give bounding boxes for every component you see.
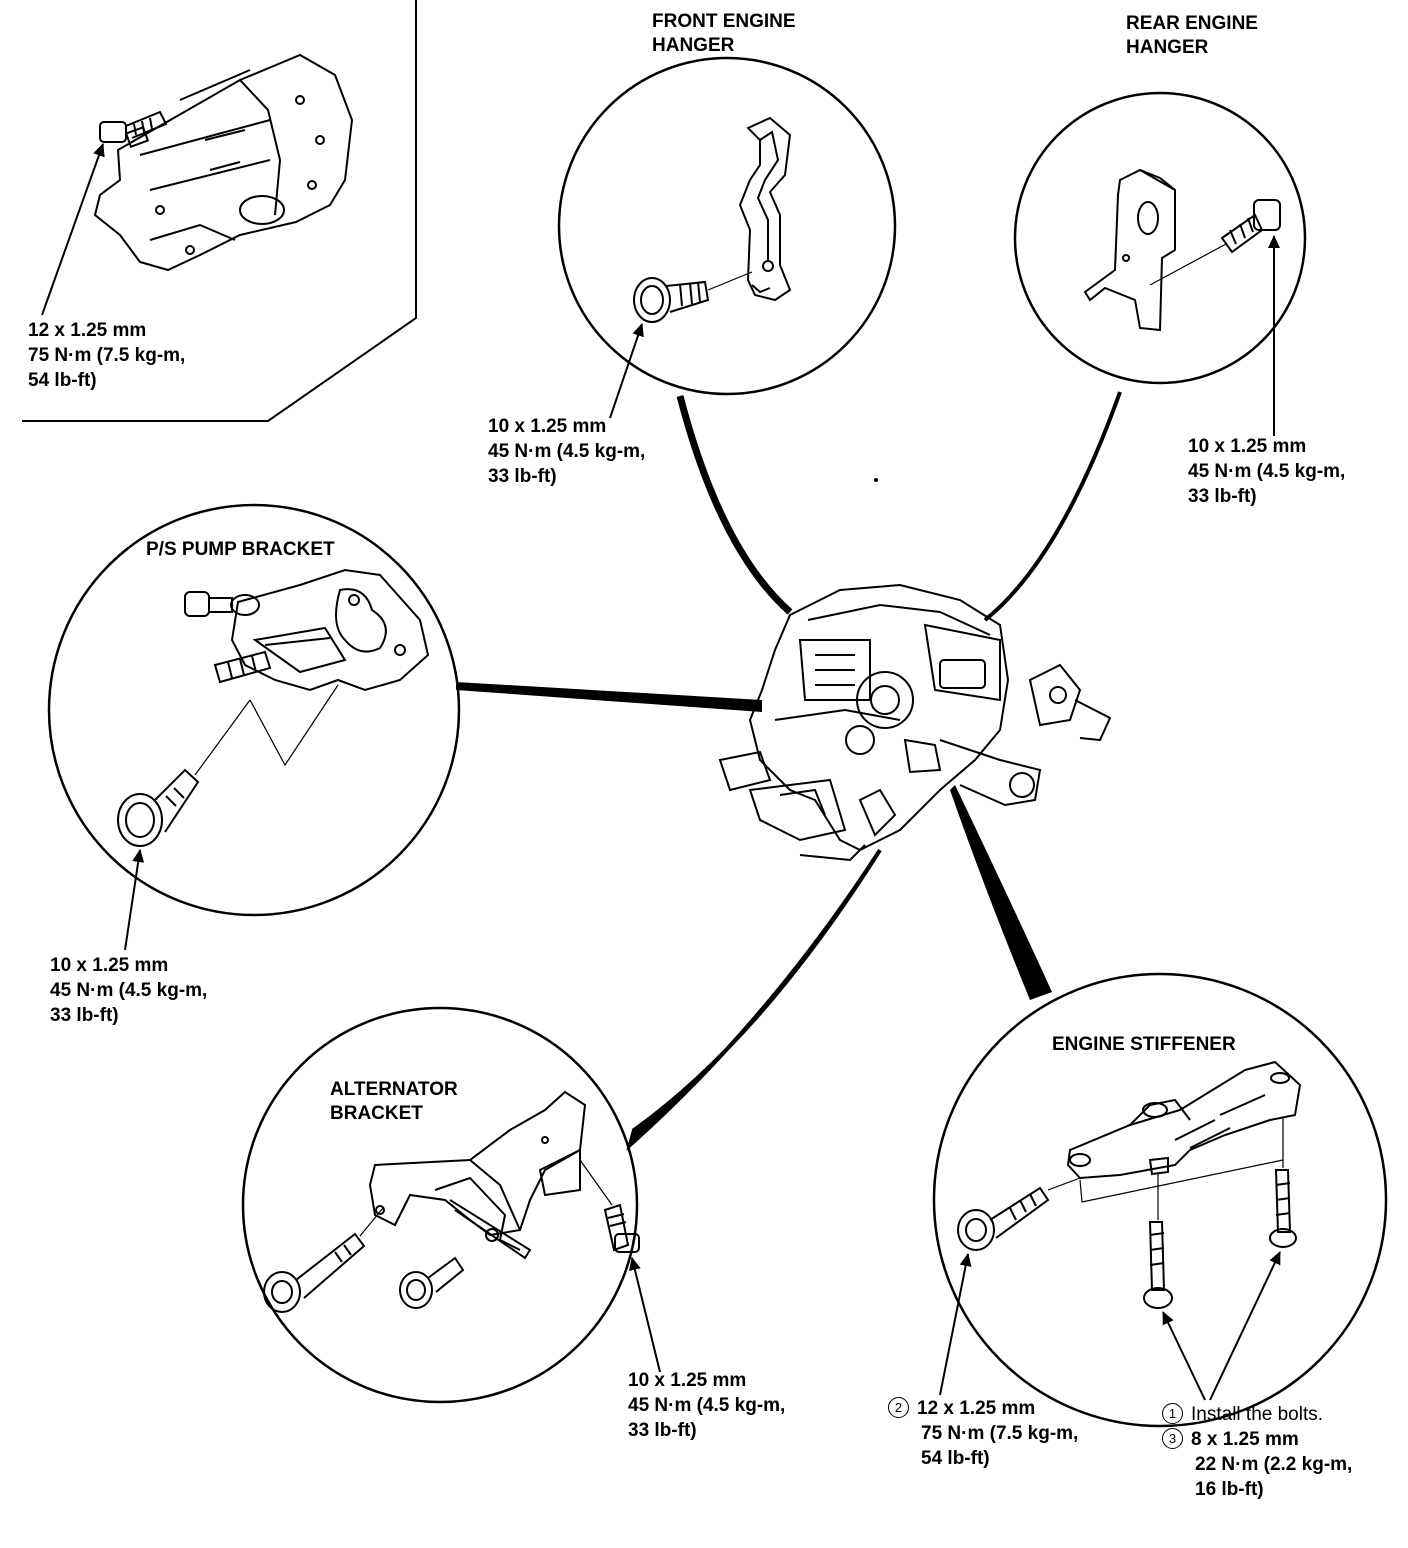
- ps-pump-spec-arrow: [124, 849, 145, 951]
- transmission-spec-arrow: [41, 143, 105, 316]
- rear-engine-hanger-bolt: [1149, 199, 1281, 286]
- front-hanger-connector: [676, 395, 793, 615]
- front-engine-hanger-spec: 10 x 1.25 mm 45 N·m (4.5 kg-m, 33 lb-ft): [488, 416, 646, 487]
- rear-engine-hanger-part: [1083, 168, 1176, 332]
- speck: [874, 478, 878, 482]
- transmission-bolt-spec: 12 x 1.25 mm 75 N·m (7.5 kg-m, 54 lb-ft): [28, 320, 186, 391]
- alternator-spec-arrow: [629, 1257, 661, 1373]
- engine-stiffener-part: [1066, 1060, 1302, 1180]
- transmission-bolt: [99, 110, 168, 143]
- alternator-bracket-bolts: [263, 1159, 640, 1313]
- ps-pump-bracket-circle: [47, 503, 461, 917]
- ps-pump-bolts: [117, 591, 339, 847]
- stiffener-spec-1-arrow-b: [1209, 1251, 1281, 1401]
- front-engine-hanger-part: [738, 116, 792, 302]
- rear-engine-hanger-title: REAR ENGINE HANGER: [1126, 13, 1258, 58]
- stiffener-spec-1-arrow-a: [1162, 1311, 1206, 1401]
- alternator-bracket-part: [368, 1090, 587, 1260]
- front-hanger-spec-arrow: [609, 323, 644, 419]
- engine-stiffener-title: ENGINE STIFFENER: [1052, 1034, 1236, 1055]
- ps-pump-bracket-part: [230, 568, 430, 692]
- front-engine-hanger-title: FRONT ENGINE HANGER: [652, 11, 796, 56]
- transmission-inset-frame: [22, 0, 417, 422]
- engine-assembly: [718, 583, 1112, 862]
- step-1-badge: 1: [1162, 1403, 1183, 1424]
- transmission-housing: [93, 53, 354, 272]
- step-3-badge: 3: [1162, 1428, 1183, 1449]
- ps-pump-bracket-spec: 10 x 1.25 mm 45 N·m (4.5 kg-m, 33 lb-ft): [50, 955, 208, 1026]
- engine-stiffener-bolts: [957, 1118, 1297, 1309]
- alternator-bracket-spec: 10 x 1.25 mm 45 N·m (4.5 kg-m, 33 lb-ft): [628, 1370, 786, 1441]
- alternator-bracket-title: ALTERNATOR BRACKET: [330, 1079, 458, 1124]
- stiffener-connector: [950, 785, 1052, 1000]
- ps-pump-connector: [456, 682, 762, 712]
- rear-engine-hanger-circle: [1013, 91, 1307, 385]
- rear-engine-hanger-spec: 10 x 1.25 mm 45 N·m (4.5 kg-m, 33 lb-ft): [1188, 436, 1346, 507]
- front-engine-hanger-bolt: [633, 271, 753, 323]
- ps-pump-bracket-title: P/S PUMP BRACKET: [146, 539, 335, 560]
- step-2-badge: 2: [888, 1397, 909, 1418]
- engine-stiffener-circle: [932, 972, 1388, 1428]
- alternator-bracket-circle: [241, 1006, 639, 1404]
- front-engine-hanger-circle: [557, 56, 897, 396]
- stiffener-spec-2-arrow: [939, 1253, 972, 1396]
- alternator-connector: [626, 848, 882, 1151]
- rear-hanger-connector: [983, 391, 1122, 622]
